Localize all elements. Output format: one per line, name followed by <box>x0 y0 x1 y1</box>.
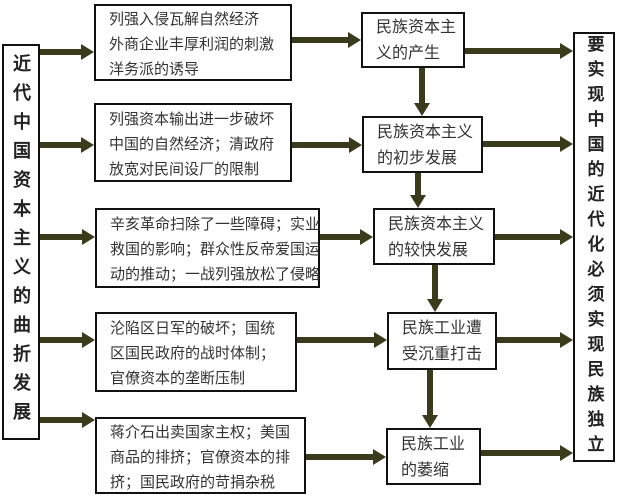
result-4-line-1: 民族工业遭 <box>402 320 483 337</box>
cause-1-line-2: 外商企业丰厚利润的刺激 <box>109 36 275 53</box>
arrow-left-to-cause-1-icon <box>40 44 94 60</box>
arrow-cause-4-to-result-4-icon <box>297 332 387 348</box>
arrow-result-2-to-right-icon <box>483 136 573 152</box>
result-box-2: 民族资本主义 的初步发展 <box>362 116 483 173</box>
left-summary-text: 近代中国资本主义的曲折发展 <box>11 53 31 431</box>
result-box-3: 民族资本主义 的较快发展 <box>373 208 495 265</box>
cause-3-line-2: 救国的影响；群众性反帝爱国运 <box>110 242 321 258</box>
result-box-4: 民族工业遭 受沉重打击 <box>387 312 497 370</box>
cause-1-line-3: 洋务派的诱导 <box>109 61 200 78</box>
cause-5-line-1: 蒋介石出卖国家主权；美国 <box>110 424 291 441</box>
arrow-cause-2-to-result-2-icon <box>292 137 362 153</box>
arrow-left-to-cause-5-icon <box>40 412 95 428</box>
result-3-line-1: 民族资本主义 <box>388 215 485 233</box>
cause-4-line-3: 官僚资本的垄断压制 <box>110 371 246 387</box>
result-3-line-2: 的较快发展 <box>388 241 469 259</box>
arrow-cause-5-to-result-5-icon <box>306 449 386 465</box>
arrow-left-to-cause-4-icon <box>40 332 95 348</box>
right-conclusion-box: 要实现中国的近代化必须实现民族独立 <box>573 32 615 462</box>
cause-3-line-3: 动的推动；一战列强放松了侵略 <box>110 267 321 283</box>
result-5-line-1: 民族工业 <box>401 435 466 453</box>
arrow-result-1-to-right-icon <box>465 43 573 59</box>
arrow-cause-3-to-result-3-icon <box>320 229 373 245</box>
arrow-result-5-to-right-icon <box>481 445 573 461</box>
result-4-line-2: 受沉重打击 <box>402 346 483 363</box>
cause-box-3: 辛亥革命扫除了一些障碍；实业 救国的影响；群众性反帝爱国运 动的推动；一战列强放… <box>95 208 320 288</box>
arrow-result-4-to-result-5-icon <box>422 370 438 428</box>
arrow-cause-1-to-result-1-icon <box>292 32 361 48</box>
cause-1-line-1: 列强入侵瓦解自然经济 <box>109 11 260 28</box>
cause-2-line-3: 放宽对民间设厂的限制 <box>109 161 260 178</box>
arrow-result-3-to-result-4-icon <box>427 265 443 312</box>
result-box-1: 民族资本主 义的产生 <box>361 12 465 68</box>
cause-4-line-1: 沦陷区日军的破坏；国统 <box>110 321 276 337</box>
result-2-line-1: 民族资本主义 <box>377 123 474 141</box>
arrow-left-to-cause-3-icon <box>40 229 95 245</box>
arrow-result-1-to-result-2-icon <box>414 68 430 116</box>
cause-box-4: 沦陷区日军的破坏；国统 区国民政府的战时体制； 官僚资本的垄断压制 <box>95 312 297 392</box>
cause-5-line-2: 商品的排挤；官僚资本的排 <box>110 449 291 466</box>
left-summary-box: 近代中国资本主义的曲折发展 <box>2 44 40 440</box>
cause-2-line-2: 中国的自然经济；清政府 <box>109 136 275 153</box>
cause-box-2: 列强资本输出进一步破坏 中国的自然经济；清政府 放宽对民间设厂的限制 <box>94 103 292 182</box>
cause-box-5: 蒋介石出卖国家主权；美国 商品的排挤；官僚资本的排 挤；国民政府的苛捐杂税 <box>95 417 306 494</box>
cause-2-line-1: 列强资本输出进一步破坏 <box>109 111 275 128</box>
result-5-line-2: 的萎缩 <box>401 461 450 479</box>
arrow-left-to-cause-2-icon <box>40 137 94 153</box>
result-box-5: 民族工业 的萎缩 <box>386 428 481 485</box>
arrow-result-3-to-right-icon <box>495 229 573 245</box>
cause-5-line-3: 挤；国民政府的苛捐杂税 <box>110 474 276 491</box>
arrow-result-2-to-result-3-icon <box>410 173 426 208</box>
result-2-line-2: 的初步发展 <box>377 149 458 167</box>
result-1-line-2: 义的产生 <box>376 45 441 62</box>
cause-3-line-1: 辛亥革命扫除了一些障碍；实业 <box>110 217 321 233</box>
right-conclusion-text: 要实现中国的近代化必须实现民族独立 <box>584 34 604 460</box>
cause-box-1: 列强入侵瓦解自然经济 外商企业丰厚利润的刺激 洋务派的诱导 <box>94 4 292 81</box>
cause-4-line-2: 区国民政府的战时体制； <box>110 346 276 362</box>
arrow-result-4-to-right-icon <box>497 332 573 348</box>
result-1-line-1: 民族资本主 <box>376 19 457 36</box>
